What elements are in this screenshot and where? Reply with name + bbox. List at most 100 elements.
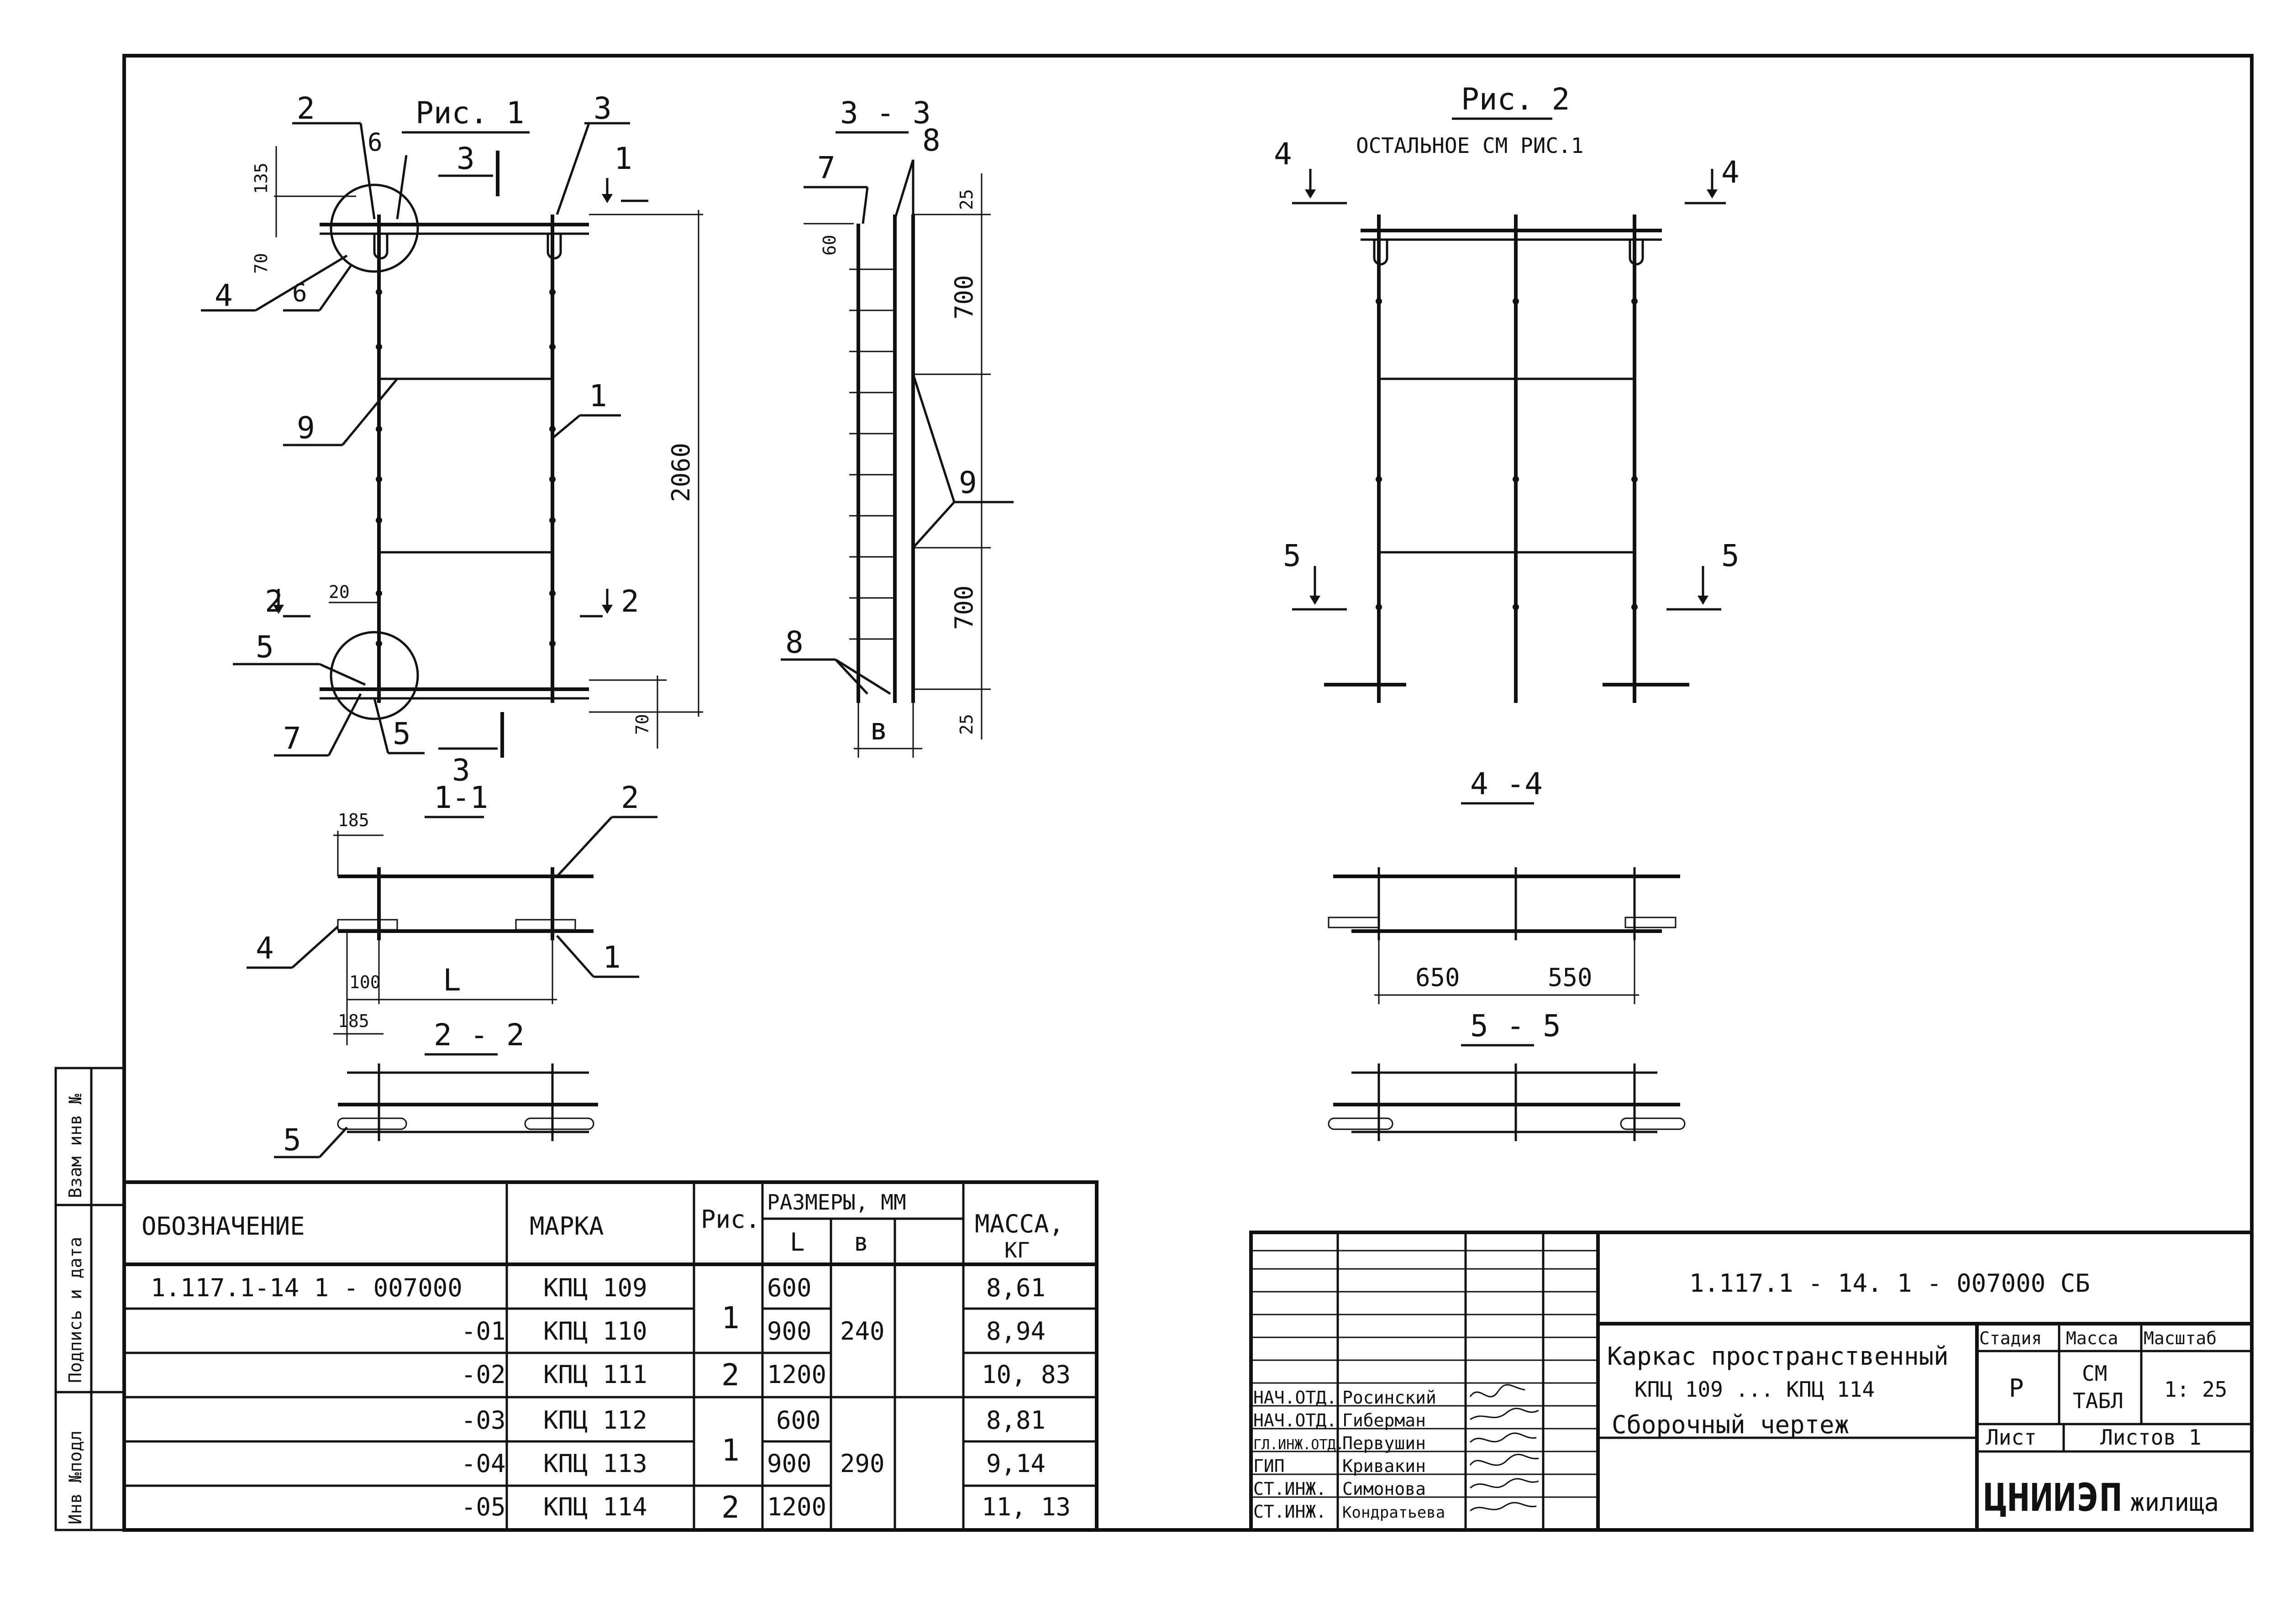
spec-row-2-L: 1200 [767,1360,826,1389]
spec-header-dims: РАЗМЕРЫ, ММ [767,1190,906,1215]
sec44-title: 4 -4 [1470,766,1543,802]
spec-row-0-designation: 1.117.1-14 1 - 007000 [151,1273,463,1302]
title-block-sheets-header: Листов 1 [2100,1425,2202,1450]
spec-row-5-mark: КПЦ 114 [543,1493,647,1521]
spec-row-2-mass: 10, 83 [982,1360,1071,1389]
fig2-label-5l: 5 [1283,538,1301,573]
fig1-label-2b: 2 [265,584,283,619]
spec-table: ОБОЗНАЧЕНИЕ МАРКА Рис. РАЗМЕРЫ, ММ L в М… [122,1180,1098,1532]
title-block-org-sub: жилища [2130,1488,2219,1517]
person-4-role: СТ.ИНЖ. [1253,1479,1326,1499]
person-4-name: Симонова [1342,1479,1426,1499]
sec11-title: 1-1 [434,780,488,815]
fig1-label-6b: 6 [292,278,307,307]
fig1-label-6a: 6 [368,128,383,157]
spec-header-fig: Рис. [701,1205,760,1234]
title-block-sheet-header: Лист [1986,1425,2037,1450]
list-item: ГИП Кривакин [1253,1456,1426,1476]
table-row: -01 КПЦ 110 900 8,94 [461,1317,1046,1346]
title-block-mass-2: ТАБЛ [2073,1388,2123,1413]
person-0-role: НАЧ.ОТД. [1253,1388,1337,1408]
spec-row-3-designation: -03 [461,1406,506,1435]
fig2-label-4r: 4 [1721,155,1740,190]
table-row: -05 КПЦ 114 1200 11, 13 [461,1493,1071,1521]
sec33-dim-25: 25 [957,189,977,210]
person-2-name: Первушин [1342,1433,1426,1453]
spec-row-5-L: 1200 [767,1493,826,1521]
signatures [1469,1384,1539,1512]
spec-row-0-mass: 8,61 [986,1273,1046,1302]
fig1-label-1b: 1 [589,378,607,414]
sec33-label-b: в [870,712,888,747]
sec44-dim-550: 550 [1548,963,1592,992]
title-block-mass-1: СМ [2082,1361,2107,1386]
list-item: НАЧ.ОТД. Гиберман [1253,1410,1426,1430]
sec44-dim-650: 650 [1415,963,1460,992]
spec-row-2-designation: -02 [461,1360,506,1389]
title-block-mass-header: Масса [2066,1328,2118,1348]
spec-fig-group-1: 2 [721,1357,740,1393]
title-block-name-1: Каркас пространственный [1607,1342,1949,1371]
figure-2: Рис. 2 ОСТАЛЬНОЕ СМ РИС.1 4 4 5 5 [1274,82,1740,703]
side-stamp-vzam: Взам инв № [65,1094,85,1198]
fig1-label-3b: 3 [457,141,475,176]
spec-row-2-mark: КПЦ 111 [543,1360,647,1389]
sec11-label-4: 4 [256,931,274,966]
spec-row-4-mark: КПЦ 113 [543,1449,647,1478]
section-5-5: 5 - 5 [1328,1008,1686,1141]
fig2-label-5r: 5 [1721,538,1740,573]
fig1-label-3: 3 [594,91,612,126]
person-5-name: Кондратьева [1342,1504,1445,1522]
spec-row-1-designation: -01 [461,1317,506,1346]
fig1-dim-135: 135 [251,162,271,194]
spec-b-group-1: 290 [840,1449,885,1478]
sec22-label-5: 5 [283,1122,301,1158]
person-0-name: Росинский [1342,1388,1436,1408]
spec-header-designation: ОБОЗНАЧЕНИЕ [142,1212,305,1241]
title-block-code: 1.117.1 - 14. 1 - 007000 СБ [1689,1269,2090,1298]
fig1-label-3c: 3 [452,753,470,788]
spec-row-5-mass: 11, 13 [982,1493,1071,1521]
fig1-title: Рис. 1 [415,95,524,131]
fig1-dim-20: 20 [329,582,350,602]
sec33-dim-25b: 25 [957,714,977,735]
person-3-role: ГИП [1253,1456,1285,1476]
side-stamp: Инв №подл Подпись и дата Взам инв № [54,1067,126,1531]
sec11-label-1: 1 [603,940,621,975]
title-block-scale: 1: 25 [2164,1377,2227,1402]
fig1-dim-70: 70 [251,253,271,274]
title-block-name-2: КПЦ 109 ... КПЦ 114 [1635,1377,1875,1402]
sec33-label-9: 9 [959,465,977,500]
side-stamp-sign: Подпись и дата [65,1237,85,1383]
spec-fig-group-2: 1 [721,1433,740,1468]
section-1-1: 1-1 2 4 1 185 100 L 185 [247,780,657,1045]
list-item: ГЛ.ИНЖ.ОТД. Первушин [1253,1433,1426,1453]
spec-fig-group-3: 2 [721,1490,740,1525]
sec11-label-2: 2 [621,780,639,815]
spec-row-1-L: 900 [767,1317,812,1346]
section-3-3: 3 - 3 7 8 9 8 в 25 60 700 700 25 [781,95,1014,758]
spec-b-group-0: 240 [840,1317,885,1346]
person-5-role: СТ.ИНЖ. [1253,1502,1326,1522]
fig1-label-5b: 5 [393,716,411,751]
side-stamp-inv: Инв №подл [65,1430,85,1524]
fig1-label-2: 2 [297,91,315,126]
person-2-role: ГЛ.ИНЖ.ОТД. [1253,1437,1344,1453]
spec-row-1-mark: КПЦ 110 [543,1317,647,1346]
fig1-label-2c: 2 [621,584,639,619]
table-row: -03 КПЦ 112 600 8,81 [461,1406,1046,1435]
spec-header-b: в [854,1228,869,1257]
table-row: -04 КПЦ 113 900 9,14 [461,1449,1046,1478]
sec11-dim-185b: 185 [338,1011,369,1031]
section-2-2: 2 - 2 5 [274,1017,598,1158]
list-item: СТ.ИНЖ. Кондратьева [1253,1502,1445,1522]
spec-row-3-mass: 8,81 [986,1406,1046,1435]
title-block-scale-header: Масштаб [2144,1328,2217,1348]
spec-fig-group-0: 1 [721,1300,740,1336]
fig1-label-1a: 1 [614,141,632,176]
title-block-name-3: Сборочный чертеж [1612,1410,1849,1439]
person-1-name: Гиберман [1342,1410,1426,1430]
figure-1: Рис. 1 2 3 6 3 1 4 6 [201,91,703,788]
